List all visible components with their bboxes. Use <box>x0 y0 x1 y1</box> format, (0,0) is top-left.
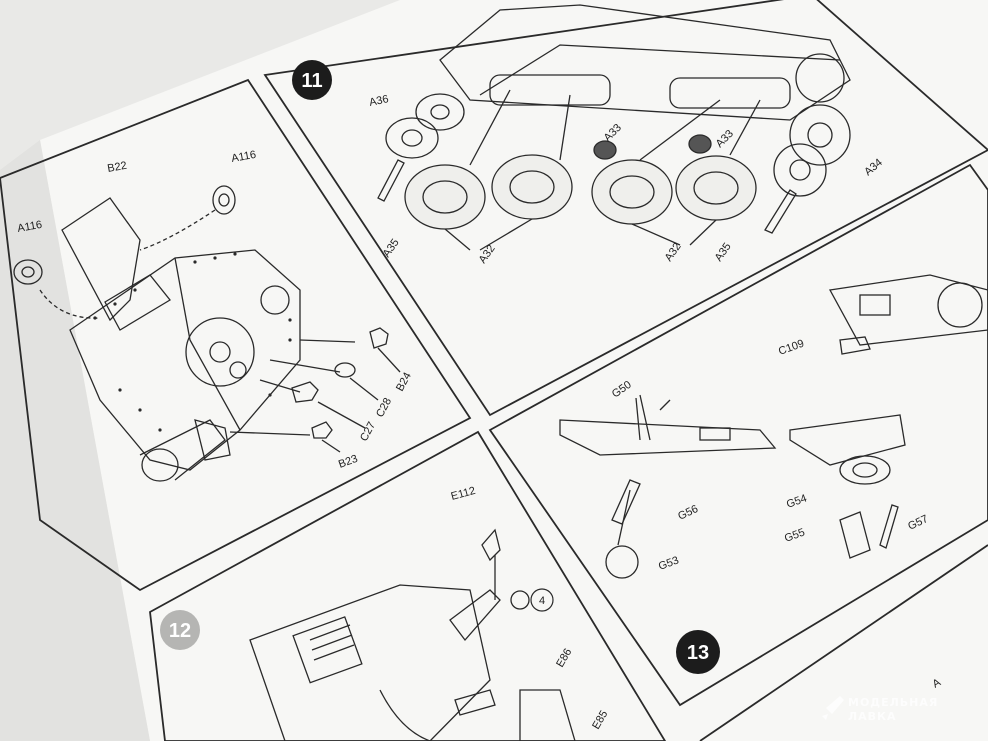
panel-step11-frame <box>263 0 988 417</box>
panel-step13-frame <box>488 163 988 707</box>
step11-badge: 11 <box>292 60 332 100</box>
running-gear-drawing <box>377 4 851 251</box>
callout-circle-4: 4 <box>530 588 554 612</box>
step12-badge: 12 <box>160 610 200 650</box>
hull-detail-drawing <box>249 528 576 741</box>
svg-text:МОДЕЛЬНАЯ: МОДЕЛЬНАЯ <box>848 696 938 709</box>
svg-text:4: 4 <box>539 595 545 607</box>
label-a36: A36 <box>368 93 390 109</box>
svg-text:13: 13 <box>687 642 709 664</box>
label-a116-right: A116 <box>230 149 257 165</box>
panel-step12-frame <box>149 430 667 741</box>
label-a116-left: A116 <box>16 219 43 235</box>
svg-text:11: 11 <box>301 70 322 92</box>
step13-badge: 13 <box>676 630 720 674</box>
label-b22: B22 <box>106 160 127 175</box>
panel-left-frame <box>0 78 472 592</box>
watermark: МОДЕЛЬНАЯ ЛАВКА <box>822 696 938 723</box>
rivet-dots <box>93 252 292 432</box>
svg-text:12: 12 <box>169 620 191 642</box>
hull-rear-drawing <box>13 185 401 482</box>
rocket-icon <box>822 696 844 720</box>
svg-text:ЛАВКА: ЛАВКА <box>848 710 897 723</box>
hatch-assembly-drawing <box>559 274 988 579</box>
